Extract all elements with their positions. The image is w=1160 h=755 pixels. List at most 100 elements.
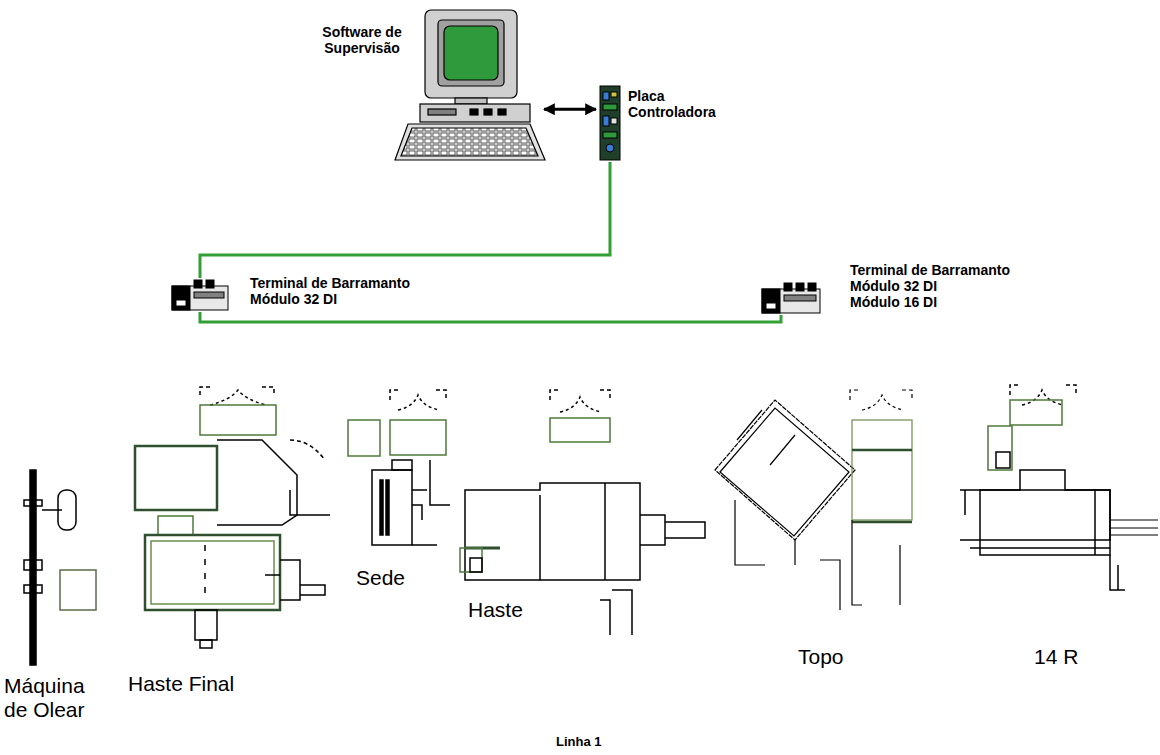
sede-machine-part xyxy=(412,460,450,545)
haste-final-machine-part xyxy=(290,490,330,515)
bus-terminal-icon xyxy=(762,283,820,313)
sede-machine-part xyxy=(398,395,440,410)
oiling-machine-part xyxy=(24,585,42,593)
oiling-machine-part xyxy=(58,490,76,530)
haste-final-machine xyxy=(135,387,330,648)
bus-terminal-icon-part xyxy=(766,303,776,309)
bus-terminal-icon-part xyxy=(176,300,186,306)
haste-final-machine-part xyxy=(158,516,193,535)
bus-terminal-icon-part xyxy=(194,292,224,298)
topo-machine-part xyxy=(737,410,795,465)
controller-board-icon-part xyxy=(600,86,620,160)
bus-terminal-icon-part xyxy=(194,280,202,288)
machine-name: Máquina de Olear xyxy=(4,674,96,722)
data-link-arrow xyxy=(544,108,596,111)
controller-board-icon-part xyxy=(611,92,617,97)
haste-machine-part xyxy=(600,590,632,635)
sede-machine-part xyxy=(380,480,383,535)
oiling-machine-part xyxy=(42,509,62,511)
haste-final-machine-part xyxy=(200,405,276,435)
topo-machine-part xyxy=(715,400,855,540)
device-label: Módulo 16 DI xyxy=(850,294,1050,310)
machine-name: Haste xyxy=(468,598,548,622)
machine-name: Haste Final xyxy=(128,672,258,696)
sede-machine-part xyxy=(386,480,389,535)
topo-machine xyxy=(715,390,912,610)
haste-machine-part xyxy=(640,515,705,545)
computer-icon-part xyxy=(401,128,538,156)
controller-board-icon-part xyxy=(603,116,609,126)
computer-icon-part xyxy=(455,98,487,104)
node-label-group: Terminal de BarramantoMódulo 32 DI xyxy=(250,275,450,307)
14r-machine-part xyxy=(1094,490,1096,555)
haste-machine-part xyxy=(460,548,482,572)
computer-icon-part xyxy=(425,10,517,98)
controller-board-icon-part xyxy=(603,104,617,110)
controller-board-icon-part xyxy=(603,92,609,100)
haste-final-machine-part xyxy=(217,440,297,525)
haste-machine-part xyxy=(539,495,541,580)
device-label: Terminal de Barramanto xyxy=(850,262,1050,278)
controller-board-icon-part xyxy=(603,132,617,138)
device-label: Módulo 32 DI xyxy=(850,278,1050,294)
topo-machine-part xyxy=(720,408,849,536)
haste-final-machine-part xyxy=(204,545,206,600)
device-label: Terminal de Barramanto xyxy=(250,275,450,291)
haste-machine xyxy=(460,390,705,635)
haste-final-machine-part xyxy=(210,390,266,405)
topo-machine-part xyxy=(852,420,912,520)
haste-machine-part xyxy=(604,483,606,580)
bus-terminal-icon-part xyxy=(172,286,228,310)
bus-terminal-icon-part xyxy=(796,283,804,291)
haste-final-machine-part xyxy=(195,610,217,640)
haste-final-machine-part xyxy=(290,440,325,460)
bus-terminal-icon-part xyxy=(206,280,214,288)
controller-board: Placa Controladora xyxy=(598,84,622,162)
14r-machine-part xyxy=(1110,555,1125,590)
controller-board-icon xyxy=(600,86,620,160)
machine-name: Topo xyxy=(798,645,878,669)
machine-name: Sede xyxy=(356,566,426,590)
topo-machine-part xyxy=(862,395,904,410)
sede-machine-part xyxy=(372,470,412,545)
haste-final-machine-part xyxy=(265,560,325,600)
sede-machine xyxy=(348,390,450,545)
bus-terminal-icon xyxy=(172,280,228,310)
node-label-group: Placa Controladora xyxy=(628,88,728,120)
computer-icon-part xyxy=(484,109,492,115)
haste-final-machine-part xyxy=(135,446,217,510)
node-label-group: Terminal de BarramantoMódulo 32 DIMódulo… xyxy=(850,262,1050,310)
device-label: Placa Controladora xyxy=(628,88,728,120)
14r-machine-part xyxy=(996,452,1010,468)
bus-terminal-icon-part xyxy=(172,286,190,310)
topo-machine-part xyxy=(852,521,912,524)
sede-machine-part xyxy=(392,460,412,470)
bus-terminal-icon-part xyxy=(808,283,816,291)
haste-machine-part xyxy=(470,558,482,572)
haste-final-machine-part xyxy=(200,640,212,648)
14r-machine-part xyxy=(988,426,1012,470)
topo-machine-part xyxy=(850,390,912,400)
14r-machine-part xyxy=(1110,520,1158,535)
computer-icon-part xyxy=(420,104,530,122)
haste-machine-part xyxy=(465,483,640,580)
14r-machine-part xyxy=(960,470,1110,540)
machine-name: 14 R xyxy=(1034,645,1114,669)
bus-cable xyxy=(200,162,610,278)
controller-board-icon-part xyxy=(611,118,617,124)
haste-final-machine-part xyxy=(151,541,274,604)
line-caption: Linha 1 xyxy=(556,734,602,749)
topo-machine-part xyxy=(735,500,795,565)
bus-terminal-icon-part xyxy=(784,283,792,291)
oiling-machine-part xyxy=(24,500,42,506)
14r-machine xyxy=(960,385,1158,590)
controller-board-icon-part xyxy=(606,144,614,152)
supervision-computer: Software de Supervisão xyxy=(420,8,542,163)
14r-machine-part xyxy=(1022,390,1064,405)
14r-machine-part xyxy=(980,490,1110,555)
topo-machine-part xyxy=(852,449,912,452)
haste-final-machine-part xyxy=(145,535,280,610)
